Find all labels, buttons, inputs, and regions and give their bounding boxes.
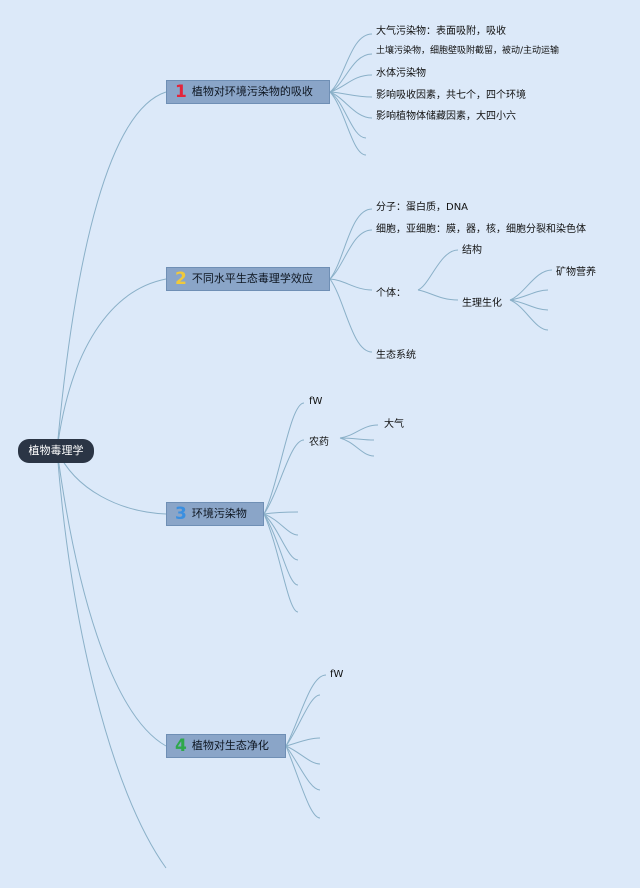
leaf-b2-structure[interactable]: 结构 <box>462 245 482 256</box>
branch-node-3[interactable]: 3 环境污染物 <box>166 502 264 526</box>
root-node[interactable]: 植物毒理学 <box>18 439 94 463</box>
branch-node-4[interactable]: 4 植物对生态净化 <box>166 734 286 758</box>
leaf-b2-mineral[interactable]: 矿物营养 <box>556 267 596 278</box>
leaf-b3-2[interactable]: 农药 <box>309 437 329 448</box>
leaf-b3-air[interactable]: 大气 <box>384 419 404 430</box>
branch-number-3: 3 <box>175 504 187 524</box>
branch-number-2: 2 <box>175 269 187 289</box>
link-root-b4 <box>56 449 167 747</box>
link-root-b2 <box>56 278 167 451</box>
branch-number-4: 4 <box>175 736 187 756</box>
leaf-b1-3[interactable]: 水体污染物 <box>376 68 426 79</box>
leaf-b1-2[interactable]: 土壤污染物，细胞壁吸附截留，被动/主动运输 <box>376 46 560 56</box>
link-root-b1 <box>56 91 167 451</box>
branch-label-2: 不同水平生态毒理学效应 <box>191 272 313 285</box>
branch-node-2[interactable]: 2 不同水平生态毒理学效应 <box>166 267 330 291</box>
branch-label-3: 环境污染物 <box>191 507 247 520</box>
branch-number-1: 1 <box>175 82 187 102</box>
leaf-b3-1[interactable]: fW <box>309 396 323 407</box>
leaf-b2-1[interactable]: 分子：蛋白质，DNA <box>376 202 469 213</box>
leaf-b2-physio[interactable]: 生理生化 <box>462 298 502 309</box>
leaf-b1-5[interactable]: 影响植物体储藏因素，大四小六 <box>376 111 516 122</box>
branch-label-1: 植物对环境污染物的吸收 <box>191 85 313 98</box>
leaf-b2-4[interactable]: 生态系统 <box>376 350 416 361</box>
leaf-b2-2[interactable]: 细胞，亚细胞：膜，器，核，细胞分裂和染色体 <box>376 224 586 235</box>
branch-node-1[interactable]: 1 植物对环境污染物的吸收 <box>166 80 330 104</box>
leaf-b4-1[interactable]: fW <box>330 669 344 680</box>
leaf-b1-4[interactable]: 影响吸收因素，共七个，四个环境 <box>376 90 526 101</box>
leaf-b2-3[interactable]: 个体： <box>376 288 406 299</box>
branch-label-4: 植物对生态净化 <box>191 739 269 752</box>
leaf-b1-1[interactable]: 大气污染物：表面吸附，吸收 <box>376 26 506 37</box>
link-root-tail <box>56 449 167 869</box>
